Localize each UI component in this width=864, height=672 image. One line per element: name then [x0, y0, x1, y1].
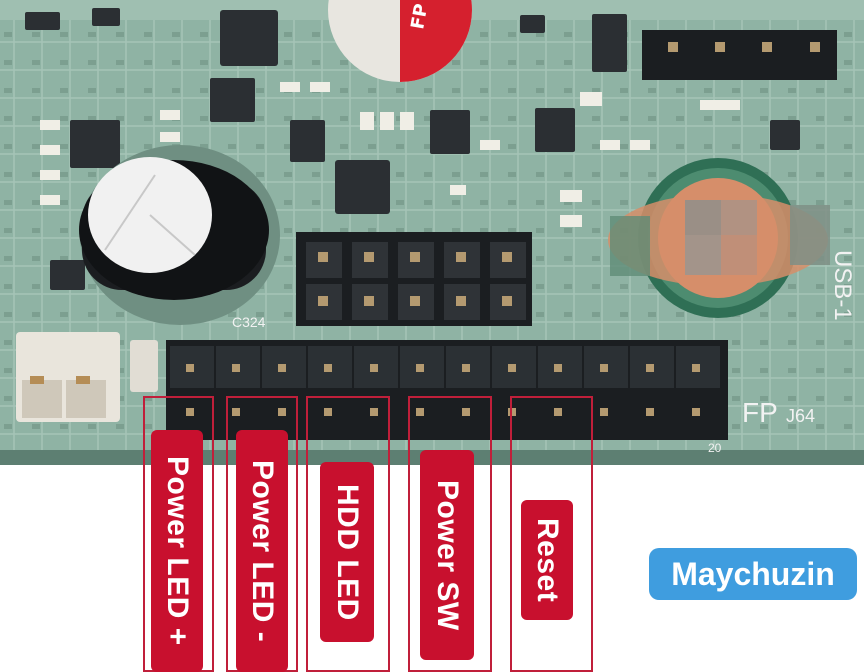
label-power-led-plus: Power LED + — [151, 430, 203, 672]
label-reset: Reset — [521, 500, 573, 620]
reset-box — [510, 396, 593, 672]
white-connector — [16, 332, 120, 422]
fp-label: FP — [742, 397, 778, 428]
label-power-sw: Power SW — [420, 450, 474, 660]
fp-header-id: J64 — [786, 406, 815, 426]
maychuzin-watermark: Maychuzin — [649, 548, 857, 600]
motherboard-artwork: FP 4XC4 — [0, 0, 864, 465]
electrolytic-capacitor — [79, 145, 280, 325]
smd-components — [25, 8, 800, 290]
jumper-headers — [642, 30, 837, 80]
resistors — [40, 82, 740, 227]
label-power-led-minus: Power LED - — [236, 430, 288, 672]
motherboard-photo: FP 4XC4 — [0, 0, 864, 465]
pin-number: 20 — [708, 441, 722, 455]
hdd-led-box — [306, 396, 390, 672]
label-hdd-led: HDD LED — [320, 462, 374, 642]
power-sw-box — [408, 396, 492, 672]
cap-label: C324 — [232, 314, 266, 330]
usb-pin-header — [296, 232, 532, 326]
coin-cell — [608, 158, 830, 318]
front-panel-header — [166, 340, 728, 440]
top-capacitor: FP 4XC4 — [328, 0, 472, 82]
usb-label: USB-1 — [829, 250, 856, 321]
